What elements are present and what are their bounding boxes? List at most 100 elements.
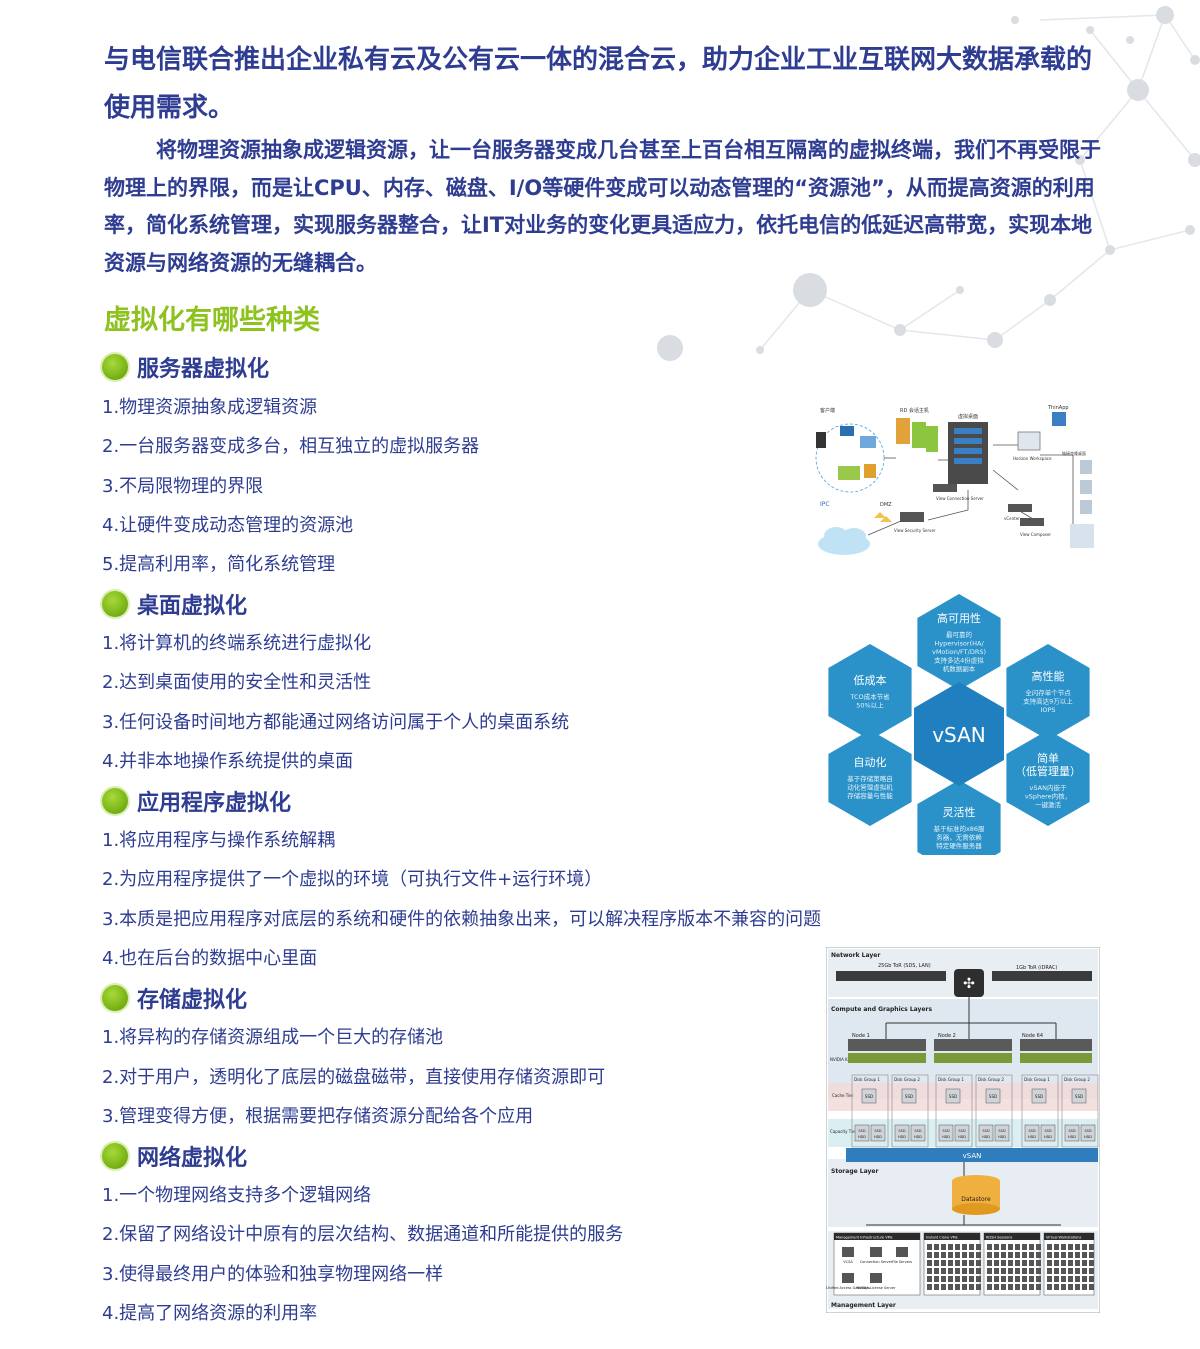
- list-item: 1.将应用程序与操作系统解耦: [102, 830, 336, 851]
- list-item: 1.将异构的存储资源组成一个巨大的存储池: [102, 1027, 444, 1048]
- vsan-feature-hex: [917, 594, 1001, 690]
- category-storage-virtualization: 存储虚拟化: [102, 980, 247, 1016]
- disk-group-label: Disk Group 2: [978, 1077, 1004, 1082]
- ssd-label: SSD: [905, 1094, 913, 1099]
- vsan-feature-title: 高可用性: [937, 611, 981, 625]
- vsan-feature-desc: 50%以上: [856, 701, 884, 710]
- capacity-ssd-label: SSD: [858, 1129, 865, 1133]
- vsan-feature-desc: 全闪存单个节点: [1025, 688, 1071, 697]
- capacity-ssd-label: SSD: [1068, 1129, 1075, 1133]
- vsan-feature-title: （低管理量）: [1015, 764, 1081, 778]
- list-item: 2.达到桌面使用的安全性和灵活性: [102, 672, 372, 693]
- capacity-hdd-label: HDD: [1084, 1135, 1092, 1139]
- capacity-ssd-label: SSD: [1084, 1129, 1091, 1133]
- diagram-label-client: 客户端: [820, 407, 835, 414]
- capacity-ssd-label: SSD: [914, 1129, 921, 1133]
- category-title: 服务器虚拟化: [137, 357, 270, 382]
- category-title: 网络虚拟化: [137, 1146, 248, 1171]
- green-bullet-icon: [102, 591, 128, 617]
- capacity-ssd-label: SSD: [982, 1129, 989, 1133]
- vsan-feature-desc: 支持多达4份虚拟: [934, 656, 984, 665]
- network-layer-label: Network Layer: [831, 952, 880, 959]
- svg-text:✣: ✣: [963, 976, 975, 992]
- disk-group-label: Disk Group 1: [854, 1077, 880, 1082]
- list-item: 1.物理资源抽象成逻辑资源: [102, 397, 318, 418]
- list-item: 3.使得最终用户的体验和独享物理网络一样: [102, 1264, 444, 1285]
- list-item: 4.也在后台的数据中心里面: [102, 948, 318, 969]
- mgmt-vm-label: NVIDIA License Server: [856, 1286, 896, 1290]
- vsan-feature-hex: [828, 644, 912, 740]
- vsan-feature-desc: 基于标准的x86服: [933, 824, 985, 833]
- diagram-label-thinapp: ThinApp: [1047, 405, 1069, 411]
- vsan-center-label: vSAN: [932, 723, 986, 747]
- capacity-ssd-label: SSD: [1044, 1129, 1051, 1133]
- capacity-hdd-label: HDD: [958, 1135, 966, 1139]
- vsan-feature-title: 低成本: [854, 673, 887, 687]
- list-item: 1.一个物理网络支持多个逻辑网络: [102, 1185, 372, 1206]
- vsan-feature-hex: [1006, 730, 1090, 826]
- capacity-hdd-label: HDD: [914, 1135, 922, 1139]
- node64-label: Node 64: [1022, 1033, 1043, 1039]
- green-bullet-icon: [102, 788, 128, 814]
- vsan-feature-hex: [1006, 644, 1090, 740]
- vsan-feature-desc: 最可靠的: [946, 630, 973, 639]
- capacity-hdd-label: HDD: [942, 1135, 950, 1139]
- vsan-feature-desc: TCO成本节省: [849, 692, 890, 701]
- ssd-label: SSD: [949, 1094, 957, 1099]
- vsan-feature-desc: Hypervisor(HA/: [934, 640, 984, 648]
- list-item: 2.对于用户，透明化了底层的磁盘磁带，直接使用存储资源即可: [102, 1067, 606, 1088]
- list-item: 4.提高了网络资源的利用率: [102, 1303, 318, 1324]
- vsan-feature-desc: vSphere内核，: [1025, 792, 1071, 801]
- mgmt-vm-label: Unified Access Gateways: [826, 1286, 870, 1290]
- green-bullet-icon: [102, 354, 128, 380]
- ssd-label: SSD: [989, 1094, 997, 1099]
- node2-label: Node 2: [938, 1033, 956, 1039]
- list-item: 3.管理变得方便，根据需要把存储资源分配给各个应用: [102, 1106, 534, 1127]
- mgmt-vm-label: Connection Server: [860, 1260, 893, 1264]
- list-item: 2.为应用程序提供了一个虚拟的环境（可执行文件+运行环境）: [102, 869, 603, 890]
- list-item: 5.提高利用率，简化系统管理: [102, 554, 336, 575]
- disk-group-label: Disk Group 2: [1064, 1077, 1090, 1082]
- list-item: 4.并非本地操作系统提供的桌面: [102, 751, 354, 772]
- capacity-hdd-label: HDD: [1068, 1135, 1076, 1139]
- tor1-label: 25Gb ToR (SDS, LAN): [878, 963, 931, 969]
- capacity-ssd-label: SSD: [874, 1129, 881, 1133]
- vsan-feature-title: 灵活性: [943, 805, 976, 819]
- vsan-feature-hex: [917, 780, 1001, 855]
- capacity-ssd-label: SSD: [958, 1129, 965, 1133]
- category-network-virtualization: 网络虚拟化: [102, 1138, 247, 1174]
- mgmt-vm-label: File Servers: [892, 1260, 912, 1264]
- vsan-bar-label: vSAN: [963, 1152, 982, 1160]
- vsan-feature-desc: 务器，无需依赖: [936, 833, 982, 842]
- vsan-feature-desc: 一键激活: [1035, 800, 1062, 809]
- vsan-feature-desc: 动化管理虚拟机: [847, 783, 893, 792]
- ssd-label: SSD: [1075, 1094, 1083, 1099]
- capacity-hdd-label: HDD: [858, 1135, 866, 1139]
- list-item: 2.一台服务器变成多台，相互独立的虚拟服务器: [102, 436, 480, 457]
- list-item: 2.保留了网络设计中原有的层次结构、数据通道和所能提供的服务: [102, 1224, 624, 1245]
- vsan-feature-title: 简单: [1037, 751, 1059, 765]
- category-server-virtualization: 服务器虚拟化: [102, 349, 269, 385]
- list-item: 3.不局限物理的界限: [102, 476, 264, 497]
- vm-group-label: Management Infrastructure VMs: [836, 1236, 893, 1240]
- category-application-virtualization: 应用程序虚拟化: [102, 783, 291, 819]
- diagram-label-workspace: Horizon Workspace: [1013, 456, 1052, 461]
- ssd-label: SSD: [1035, 1094, 1043, 1099]
- section-title: 虚拟化有哪些种类: [104, 305, 320, 336]
- vsan-feature-desc: 存储容量与性能: [847, 791, 893, 800]
- compute-layer-label: Compute and Graphics Layers: [831, 1006, 932, 1013]
- vm-group-label: RDSH Sessions: [986, 1236, 1012, 1240]
- list-item: 4.让硬件变成动态管理的资源池: [102, 515, 354, 536]
- capacity-hdd-label: HDD: [1044, 1135, 1052, 1139]
- ssd-label: SSD: [865, 1094, 873, 1099]
- management-layer-label: Management Layer: [831, 1302, 896, 1309]
- diagram-label-security-server: View Security Server: [894, 528, 936, 533]
- vm-group-label: Virtual Workstations: [1046, 1236, 1081, 1240]
- diagram-label-linked-clone: 链接克隆桌面: [1062, 450, 1086, 456]
- vsan-feature-title: 自动化: [854, 755, 887, 769]
- diagram-label-vcenter: vCenter: [1004, 516, 1020, 521]
- horizon-architecture-diagram: IPC 客户端 RD 会话主机 虚拟桌面 ThinApp Horizon Wor…: [815, 405, 1094, 555]
- green-bullet-icon: [102, 985, 128, 1011]
- list-item: 1.将计算机的终端系统进行虚拟化: [102, 633, 372, 654]
- capacity-hdd-label: HDD: [1028, 1135, 1036, 1139]
